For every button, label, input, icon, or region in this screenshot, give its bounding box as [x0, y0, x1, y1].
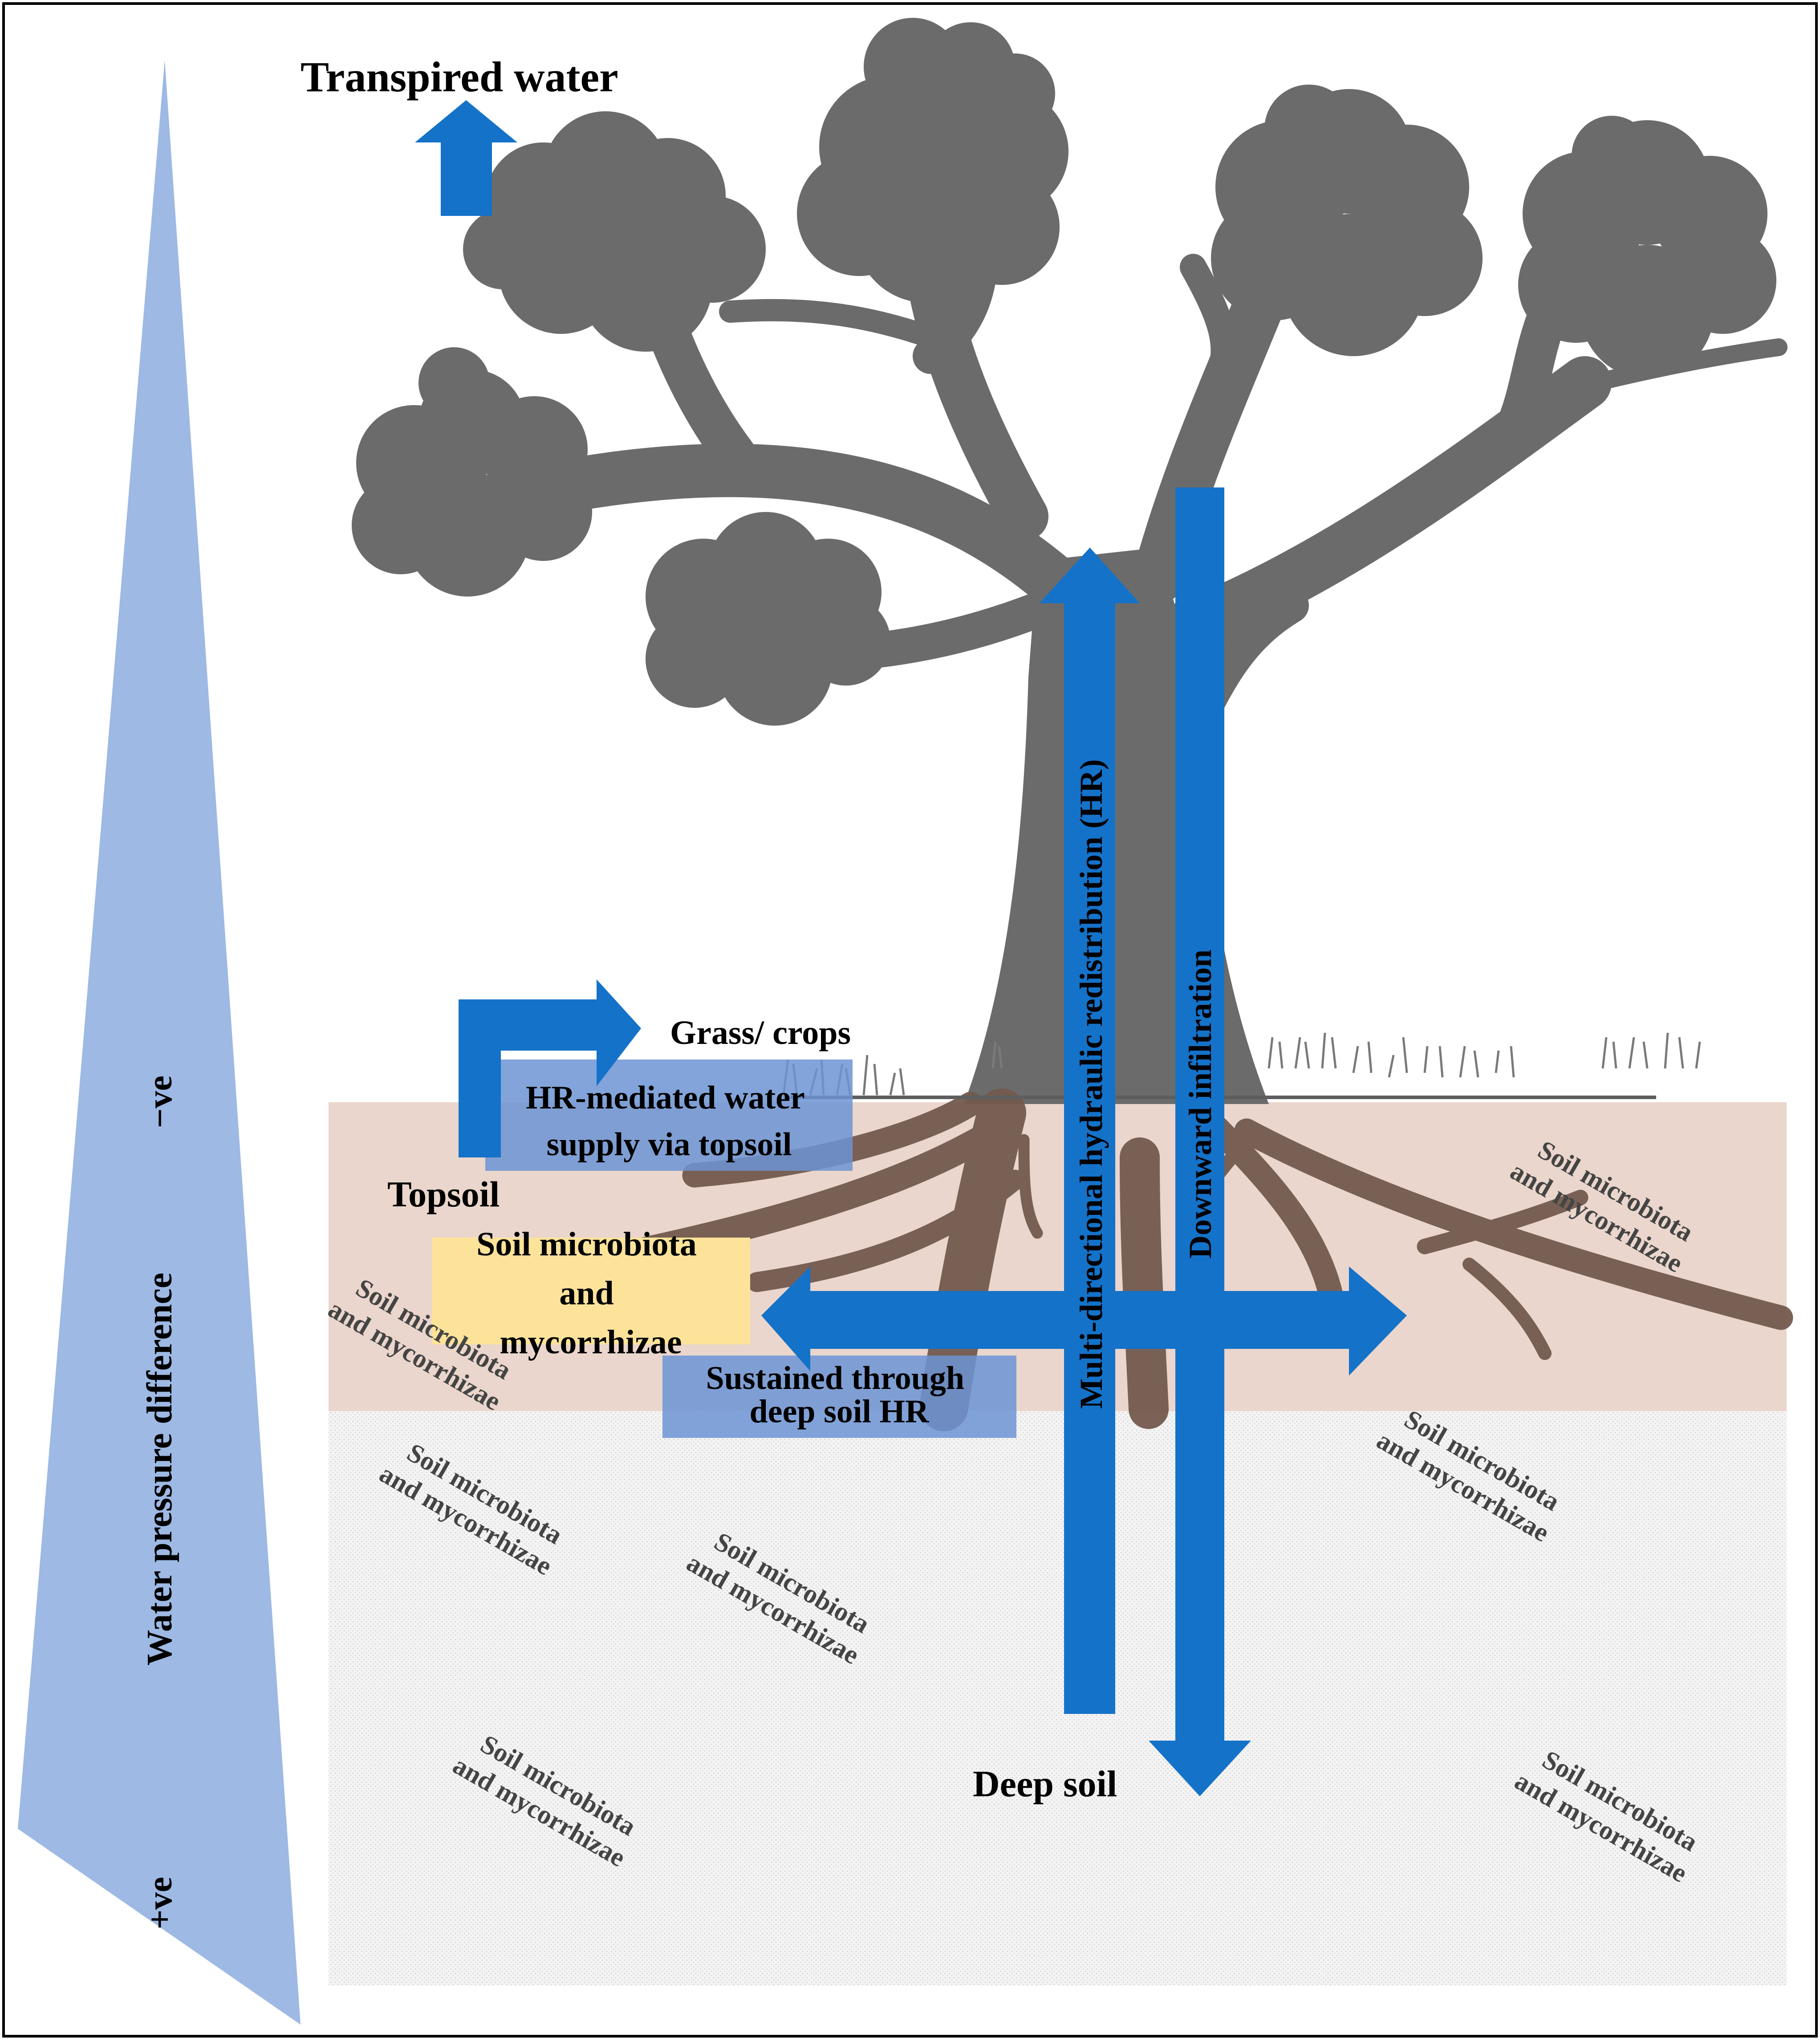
- transpired-arrow: [415, 100, 517, 216]
- microbiota-box-line-3: mycorrhizae: [500, 1323, 682, 1361]
- hr-topsoil-arrow: [459, 979, 641, 1157]
- transpired-water-label: Transpired water: [301, 53, 618, 101]
- neg-label: −ve: [140, 1076, 179, 1128]
- sustained-label: Sustained through deep soil HR: [706, 1360, 972, 1430]
- sustained-box: [662, 1356, 1016, 1438]
- hr-topsoil-line-2: supply via topsoil: [546, 1126, 792, 1163]
- hr-topsoil-box: [485, 1060, 853, 1171]
- multi-hr-label: Multi-directional hydraulic redistributi…: [1073, 759, 1109, 1409]
- pressure-axis-label: Water pressure difference: [140, 1273, 179, 1666]
- multi-hr-horizontal-arrow: [761, 1267, 1407, 1376]
- hr-topsoil-line-1: HR-mediated water: [526, 1080, 804, 1116]
- microbiota-box-line-2: and: [559, 1275, 614, 1312]
- hr-topsoil-label: HR-mediated water supply via topsoil: [526, 1080, 812, 1163]
- microbiota-highlight-box: [432, 1238, 750, 1344]
- deep-soil-label: Deep soil: [973, 1763, 1117, 1805]
- tree-crowns: [352, 18, 1776, 726]
- sustained-line-2: deep soil HR: [750, 1393, 930, 1430]
- flow-arrows: [415, 100, 1407, 1796]
- multi-hr-vertical-arrow: [1040, 548, 1140, 1714]
- downward-label: Downward infiltration: [1182, 950, 1218, 1258]
- microbiota-box-line-1: Soil microbiota: [476, 1226, 697, 1263]
- sustained-line-1: Sustained through: [706, 1360, 964, 1397]
- pressure-wedge: [18, 60, 301, 2025]
- grass-crops-label: Grass/ crops: [670, 1014, 851, 1051]
- downward-arrow: [1149, 487, 1251, 1796]
- deep-soil-layer: [329, 1411, 1787, 1985]
- pos-label: +ve: [140, 1877, 179, 1929]
- topsoil-label: Topsoil: [387, 1174, 500, 1214]
- microbiota-box-label: Soil microbiota and mycorrhizae: [476, 1226, 705, 1361]
